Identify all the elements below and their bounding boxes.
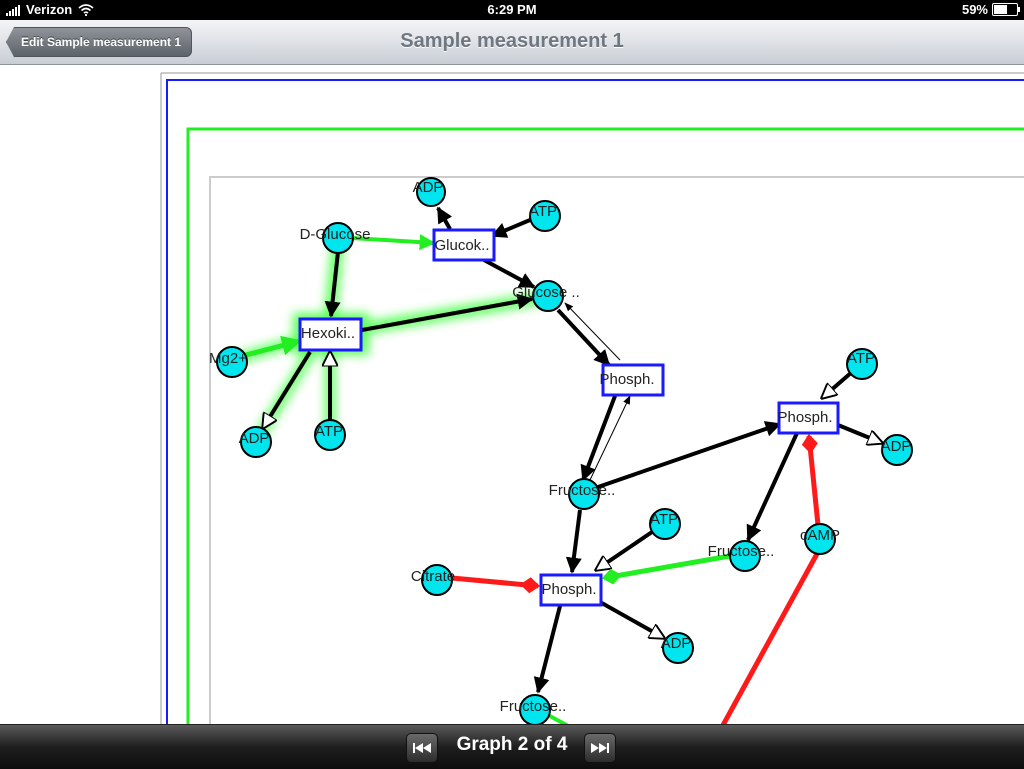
skip-forward-icon[interactable]: [584, 733, 616, 763]
edge-atp1-glucokinase: [490, 218, 531, 238]
reaction-phosph-1[interactable]: Phosph.: [599, 363, 665, 397]
bottom-toolbar: Graph 2 of 4: [0, 724, 1024, 769]
node-citrate[interactable]: Citrate: [411, 564, 455, 596]
skip-back-glyph: [413, 743, 431, 753]
signal-icon: [6, 4, 20, 16]
node-atp-2[interactable]: ATP: [314, 419, 346, 451]
edge-hexokinase-adp2: [263, 350, 312, 428]
metabolite-nodes: D-Glucose ADP ATP Glucose .. Mg2+ ADP AT…: [209, 177, 913, 725]
node-camp[interactable]: cAMP: [800, 523, 840, 555]
reaction-phosph-3[interactable]: Phosph.: [539, 573, 603, 607]
edge-phosph2-fructose26: [746, 432, 799, 542]
pathway-graph[interactable]: D-Glucose ADP ATP Glucose .. Mg2+ ADP AT…: [0, 65, 1024, 725]
battery-percent: 59%: [961, 2, 988, 17]
status-right: 59%: [961, 2, 1020, 17]
edge-fructose16-down: [547, 713, 571, 725]
inner-frame: [209, 176, 1024, 725]
status-time: 6:29 PM: [487, 2, 537, 17]
page-title: Sample measurement 1: [400, 30, 624, 52]
edge-glucose6p-phosph1: [556, 308, 611, 367]
graph-page-label: Graph 2 of 4: [456, 734, 568, 755]
battery-icon: [992, 3, 1020, 16]
node-fructose-16[interactable]: Fructose..: [500, 694, 567, 725]
reaction-hexokinase[interactable]: Hexoki..: [298, 317, 363, 352]
node-label: cAMP: [800, 527, 840, 544]
node-adp-4[interactable]: ADP: [661, 632, 694, 664]
reaction-label: Phosph.: [541, 581, 596, 598]
reaction-label: Phosph.: [599, 371, 654, 388]
edges: [241, 206, 882, 725]
node-fructose-6p[interactable]: Fructose..: [549, 478, 616, 510]
status-bar: Verizon 6:29 PM 59%: [0, 0, 1024, 20]
middle-frame: [186, 127, 1024, 725]
edge-atp3-phosph2: [822, 370, 854, 398]
edge-dglucose-glucokinase: [351, 234, 436, 251]
carrier-label: Verizon: [26, 2, 73, 17]
edge-fructose6p-phosph3: [565, 509, 582, 574]
node-atp-3[interactable]: ATP: [846, 348, 878, 380]
reaction-glucokinase[interactable]: Glucok..: [432, 228, 496, 262]
edge-camp-phosph2: [801, 434, 821, 526]
node-d-glucose[interactable]: D-Glucose: [300, 222, 371, 254]
node-label: Glucose ..: [512, 284, 580, 301]
node-label: ADP: [413, 179, 444, 196]
node-label: ATP: [847, 350, 875, 367]
node-adp-2[interactable]: ADP: [239, 426, 272, 458]
reaction-phosph-2[interactable]: Phosph.: [777, 401, 840, 435]
status-left: Verizon: [6, 2, 94, 17]
reaction-label: Hexoki..: [301, 325, 355, 342]
edge-hexokinase-glucose6p: [361, 293, 534, 332]
reaction-label: Glucok..: [434, 237, 489, 254]
node-label: ATP: [650, 511, 678, 528]
node-adp-1[interactable]: ADP: [413, 177, 446, 207]
node-mg2[interactable]: Mg2+: [209, 346, 248, 378]
node-label: Mg2+: [209, 350, 247, 367]
node-atp-4[interactable]: ATP: [649, 508, 681, 540]
edge-phosph2-adp3: [837, 423, 882, 443]
edge-atp4-phosph3: [596, 530, 654, 570]
node-label: Fructose..: [500, 698, 567, 715]
reaction-nodes: Glucok.. Hexoki.. Phosph. Phosph. Phosph…: [298, 228, 840, 607]
edge-glucokinase-adp1: [436, 206, 453, 230]
node-label: Citrate: [411, 568, 455, 585]
skip-back-icon[interactable]: [406, 733, 438, 763]
node-label: ADP: [239, 430, 270, 447]
node-label: Fructose..: [708, 543, 775, 560]
edge-phosph1-glucose6p-rev: [564, 302, 621, 361]
node-label: ADP: [881, 438, 912, 455]
reaction-label: Phosph.: [777, 409, 832, 426]
edge-phosph1-fructose6p: [580, 395, 617, 482]
node-atp-1[interactable]: ATP: [529, 200, 561, 232]
node-label: ATP: [315, 423, 343, 440]
node-glucose-6p[interactable]: Glucose ..: [512, 280, 580, 312]
edge-glucokinase-glucose6p: [483, 258, 536, 289]
node-label: ADP: [661, 635, 692, 652]
edge-citrate-phosph3: [451, 575, 540, 594]
node-adp-3[interactable]: ADP: [881, 434, 913, 466]
outer-frame: [166, 79, 1024, 725]
edge-fructose26-phosph3: [602, 553, 731, 585]
edge-fructose6p-phosph1-rev: [589, 395, 631, 481]
edge-dglucose-hexokinase: [324, 251, 341, 318]
node-fructose-26[interactable]: Fructose..: [708, 540, 775, 572]
navigation-bar: Edit Sample measurement 1 Sample measure…: [0, 20, 1024, 65]
node-label: D-Glucose: [300, 226, 371, 243]
node-label: ATP: [529, 203, 557, 220]
edge-phosph3-fructose16: [533, 605, 562, 694]
edge-mg2-hexokinase: [241, 335, 302, 359]
edge-fructose6p-phosph2: [597, 421, 782, 489]
edge-phosph3-adp4: [599, 600, 664, 638]
wifi-icon: [78, 3, 94, 16]
back-button[interactable]: Edit Sample measurement 1: [6, 27, 193, 57]
skip-forward-glyph: [591, 743, 609, 753]
edge-camp-down: [720, 550, 821, 725]
node-label: Fructose..: [549, 482, 616, 499]
